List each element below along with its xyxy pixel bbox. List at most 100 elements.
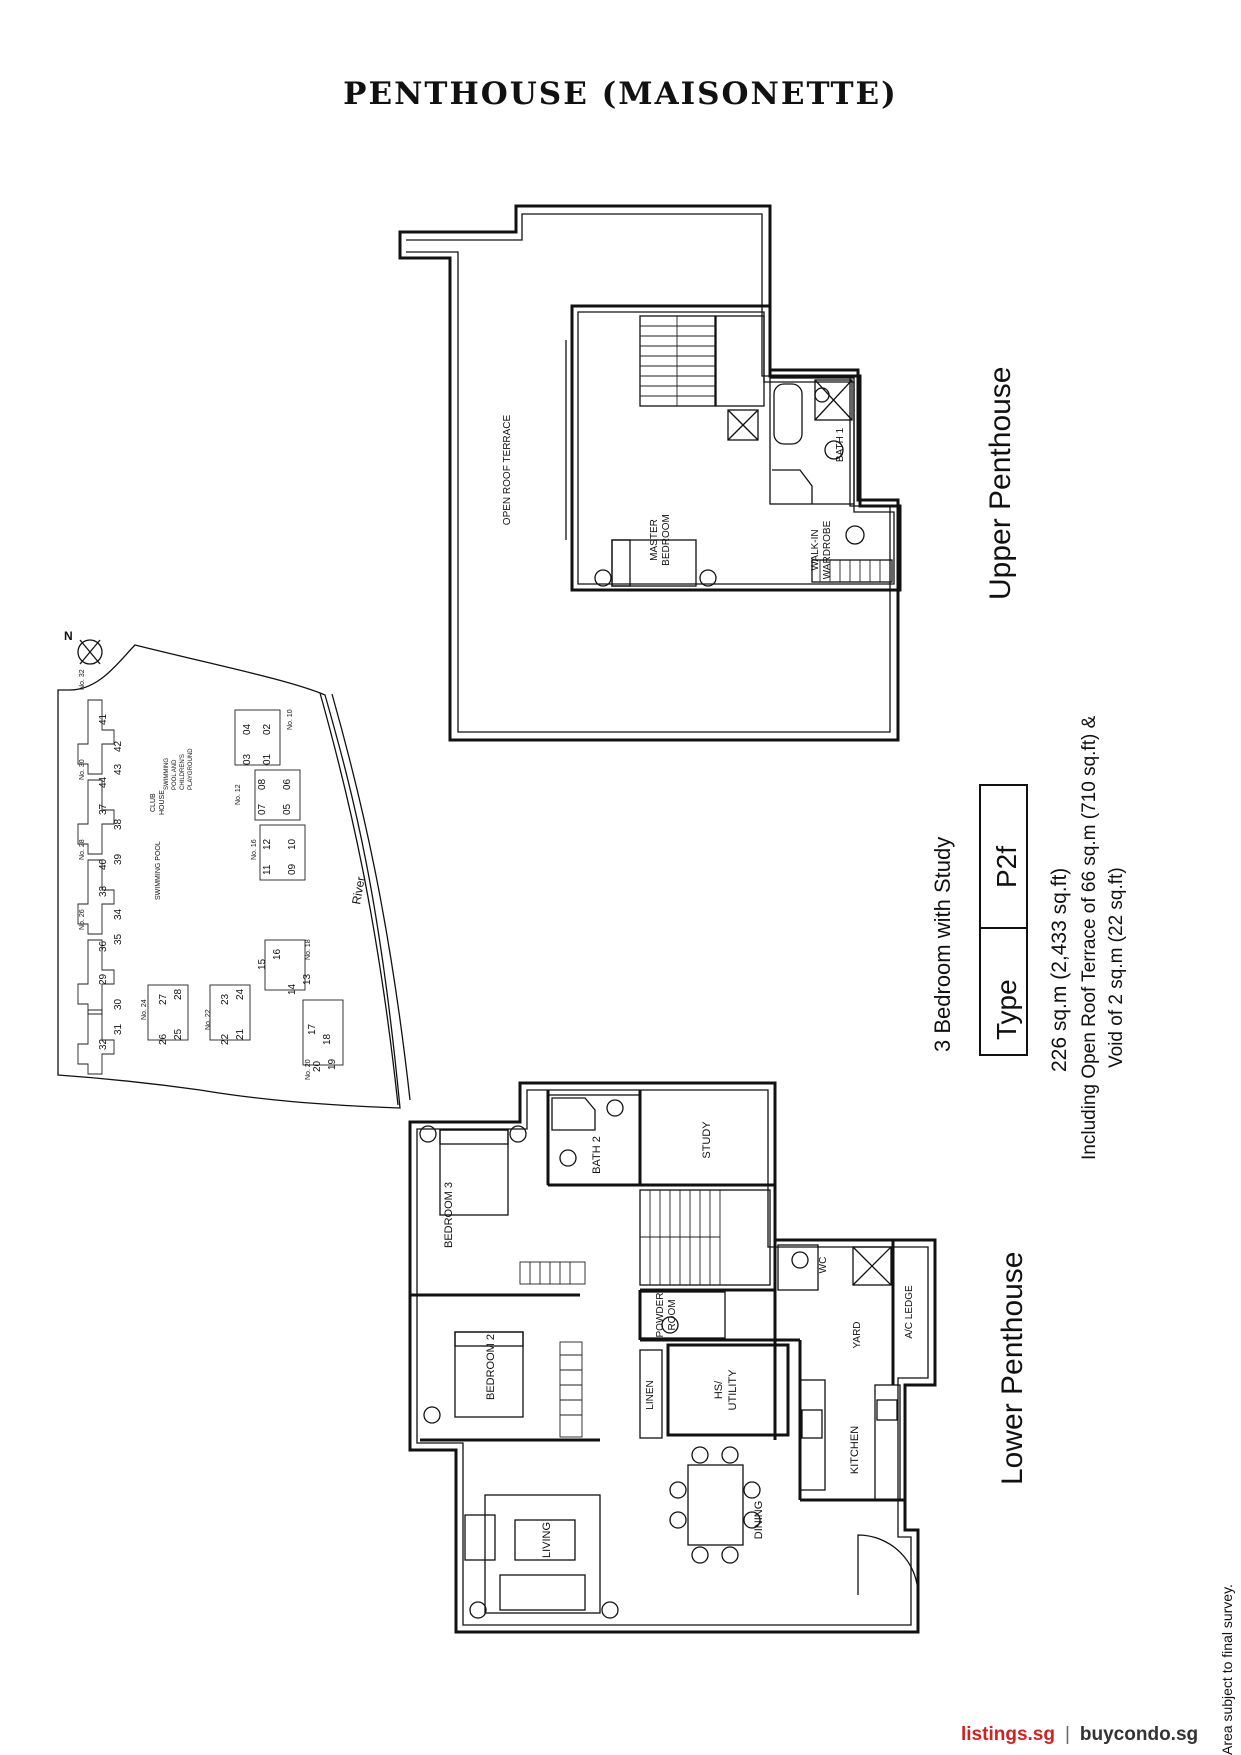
room-label-linen: LINEN bbox=[645, 1380, 656, 1409]
svg-text:10: 10 bbox=[287, 838, 298, 850]
svg-text:02: 02 bbox=[262, 723, 273, 735]
room-label-utility-2: UTILITY bbox=[727, 1369, 739, 1411]
svg-text:No. 26: No. 26 bbox=[79, 909, 86, 930]
site-unit-numbers: 41 42 44 43 37 38 40 39 33 34 36 35 29 3… bbox=[98, 713, 338, 1072]
room-label-utility-1: HS/ bbox=[713, 1380, 725, 1399]
room-label-study: STUDY bbox=[701, 1121, 713, 1159]
site-playground-3: CHILDREN'S bbox=[180, 754, 186, 790]
svg-text:32: 32 bbox=[98, 1038, 109, 1050]
svg-text:No. 30: No. 30 bbox=[79, 759, 86, 780]
site-playground-1: SWIMMING bbox=[164, 758, 170, 790]
room-label-dining: DINING bbox=[753, 1501, 765, 1540]
unit-info: 3 Bedroom with Study Type P2f 226 sq.m (… bbox=[930, 715, 1127, 1160]
room-label-bedroom3: BEDROOM 3 bbox=[443, 1182, 455, 1248]
room-label-terrace: OPEN ROOF TERRACE bbox=[502, 414, 513, 525]
svg-text:No. 16: No. 16 bbox=[251, 839, 258, 860]
svg-text:22: 22 bbox=[220, 1033, 231, 1045]
disclaimer-text: Area subject to final survey. bbox=[1219, 1584, 1235, 1755]
svg-text:28: 28 bbox=[173, 988, 184, 1000]
svg-text:07: 07 bbox=[257, 803, 268, 815]
type-value: P2f bbox=[991, 846, 1022, 888]
north-arrow-icon bbox=[77, 639, 103, 665]
room-label-bath1: BATH 1 bbox=[835, 427, 846, 462]
svg-text:41: 41 bbox=[98, 713, 109, 725]
svg-text:17: 17 bbox=[307, 1023, 318, 1035]
site-clubhouse-1: CLUB bbox=[150, 793, 157, 812]
room-label-wardrobe-2: WARDROBE bbox=[822, 520, 833, 579]
room-label-living: LIVING bbox=[541, 1522, 553, 1558]
room-label-master-1: MASTER bbox=[649, 519, 660, 561]
svg-text:No. 20: No. 20 bbox=[305, 1059, 312, 1080]
svg-text:No. 24: No. 24 bbox=[141, 999, 148, 1020]
svg-text:33: 33 bbox=[98, 885, 109, 897]
svg-text:43: 43 bbox=[113, 763, 124, 775]
site-block-labels: No. 32 No. 30 No. 28 No. 26 No. 24 No. 2… bbox=[79, 669, 312, 1080]
svg-text:15: 15 bbox=[257, 958, 268, 970]
room-label-master-2: BEDROOM bbox=[661, 514, 672, 566]
svg-text:42: 42 bbox=[113, 740, 124, 752]
svg-text:37: 37 bbox=[98, 803, 109, 815]
svg-text:39: 39 bbox=[113, 853, 124, 865]
svg-text:27: 27 bbox=[158, 993, 169, 1005]
svg-text:30: 30 bbox=[113, 998, 124, 1010]
svg-text:06: 06 bbox=[282, 778, 293, 790]
svg-text:24: 24 bbox=[235, 988, 246, 1000]
site-buildings bbox=[77, 699, 344, 1075]
site-clubhouse-2: HOUSE bbox=[159, 790, 166, 815]
svg-text:03: 03 bbox=[242, 753, 253, 765]
svg-text:01: 01 bbox=[262, 753, 273, 765]
room-label-wc: WC bbox=[818, 1257, 829, 1274]
area-note-2: Void of 2 sq.m (22 sq.ft) bbox=[1106, 867, 1127, 1068]
brand-separator: | bbox=[1064, 1724, 1070, 1745]
page-title: PENTHOUSE (MAISONETTE) bbox=[343, 76, 898, 112]
svg-text:38: 38 bbox=[113, 818, 124, 830]
svg-text:14: 14 bbox=[287, 983, 298, 995]
room-label-wardrobe-1: WALK-IN bbox=[810, 529, 821, 570]
svg-text:05: 05 bbox=[282, 803, 293, 815]
unit-description: 3 Bedroom with Study bbox=[930, 837, 955, 1052]
site-playground-2: POOL AND bbox=[172, 759, 178, 790]
room-label-bedroom2: BEDROOM 2 bbox=[485, 1334, 497, 1400]
lower-penthouse-heading: Lower Penthouse bbox=[996, 1252, 1029, 1486]
site-pool-label: SWIMMING POOL bbox=[155, 841, 162, 900]
room-label-yard: YARD bbox=[852, 1321, 863, 1348]
site-plan: River N 41 42 44 43 37 38 40 bbox=[57, 629, 411, 1109]
room-label-ac-ledge: A/C LEDGE bbox=[904, 1285, 915, 1339]
svg-text:34: 34 bbox=[113, 908, 124, 920]
upper-penthouse-heading: Upper Penthouse bbox=[984, 367, 1017, 601]
svg-text:19: 19 bbox=[327, 1058, 338, 1070]
svg-text:21: 21 bbox=[235, 1028, 246, 1040]
svg-text:23: 23 bbox=[220, 993, 231, 1005]
type-box bbox=[979, 784, 1028, 1056]
svg-text:No. 10: No. 10 bbox=[287, 709, 294, 730]
svg-text:No. 32: No. 32 bbox=[79, 669, 86, 690]
river-label: River bbox=[349, 875, 368, 905]
footer-brand: listings.sg | buycondo.sg bbox=[953, 1720, 1221, 1750]
svg-text:13: 13 bbox=[302, 973, 313, 985]
svg-text:25: 25 bbox=[173, 1028, 184, 1040]
svg-text:No. 22: No. 22 bbox=[205, 1009, 212, 1030]
svg-text:08: 08 bbox=[257, 778, 268, 790]
svg-text:40: 40 bbox=[98, 858, 109, 870]
room-label-powder-2: ROOM bbox=[667, 1299, 678, 1330]
svg-text:26: 26 bbox=[158, 1033, 169, 1045]
upper-penthouse-plan: OPEN ROOF TERRACE MASTER BEDROOM BATH 1 … bbox=[398, 204, 902, 742]
brand-buycondo-link[interactable]: buycondo.sg bbox=[1079, 1724, 1199, 1745]
svg-text:20: 20 bbox=[312, 1060, 323, 1072]
svg-text:12: 12 bbox=[262, 838, 273, 850]
north-label: N bbox=[64, 629, 73, 643]
svg-text:No. 28: No. 28 bbox=[79, 839, 86, 860]
room-label-bath2: BATH 2 bbox=[591, 1136, 603, 1174]
brand-listings-link[interactable]: listings.sg bbox=[961, 1724, 1055, 1745]
lower-penthouse-plan: BEDROOM 3 BEDROOM 2 BATH 2 STUDY POWDER … bbox=[408, 1081, 937, 1634]
room-label-kitchen: KITCHEN bbox=[849, 1426, 861, 1474]
svg-text:36: 36 bbox=[98, 940, 109, 952]
svg-text:44: 44 bbox=[98, 776, 109, 788]
room-label-powder-1: POWDER bbox=[655, 1293, 666, 1338]
svg-text:18: 18 bbox=[322, 1033, 333, 1045]
svg-text:11: 11 bbox=[262, 864, 273, 875]
svg-text:31: 31 bbox=[113, 1023, 124, 1035]
area-note-1: Including Open Roof Terrace of 66 sq.m (… bbox=[1079, 715, 1100, 1160]
svg-text:29: 29 bbox=[98, 973, 109, 985]
